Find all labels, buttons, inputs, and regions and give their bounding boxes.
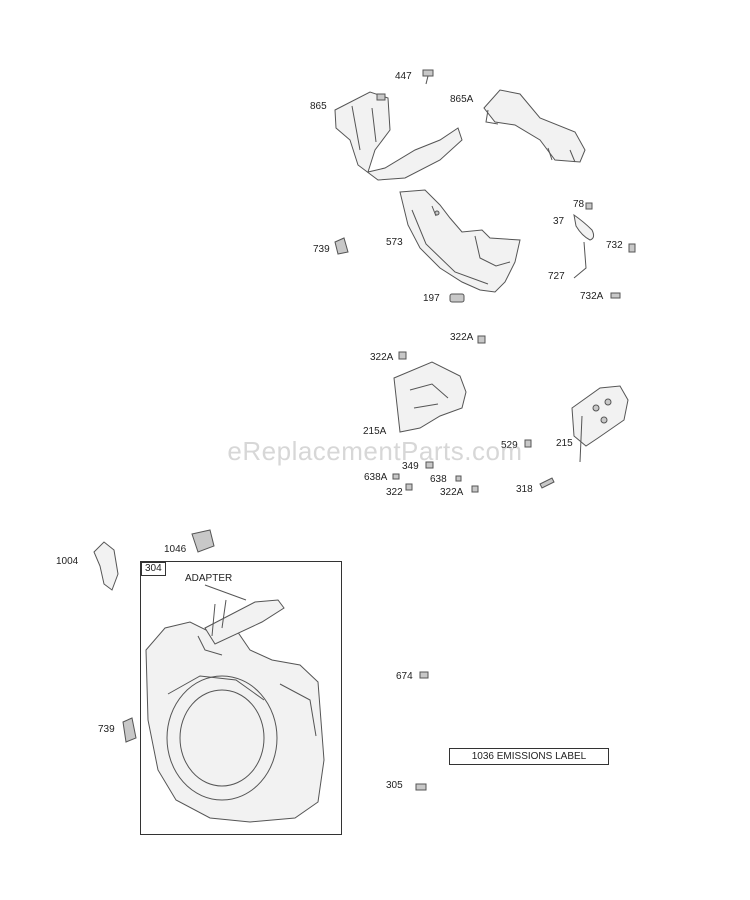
part-322a-screw-top[interactable]	[477, 335, 486, 344]
part-adapter[interactable]	[204, 584, 285, 645]
label-447[interactable]: 447	[395, 71, 412, 82]
label-78[interactable]: 78	[573, 199, 585, 210]
part-732a-screw[interactable]	[610, 292, 621, 299]
part-322a-screw-mid[interactable]	[398, 351, 407, 360]
part-865a-bracket[interactable]	[483, 89, 586, 163]
part-304-frame	[140, 561, 342, 835]
watermark: eReplacementParts.com	[227, 436, 523, 466]
label-739-lower[interactable]: 739	[98, 724, 115, 735]
part-739-clip-upper[interactable]	[334, 237, 349, 255]
part-732-screw[interactable]	[628, 243, 636, 253]
label-638[interactable]: 638	[430, 474, 447, 485]
part-318-screw[interactable]	[539, 477, 555, 489]
label-adapter[interactable]: ADAPTER	[185, 573, 233, 584]
part-638-washer[interactable]	[455, 475, 462, 482]
label-727[interactable]: 727	[548, 271, 565, 282]
part-322-screw[interactable]	[405, 483, 413, 491]
label-1004[interactable]: 1004	[56, 556, 79, 567]
label-1046[interactable]: 1046	[164, 544, 187, 555]
label-322[interactable]: 322	[386, 487, 403, 498]
label-304[interactable]: 304	[141, 562, 166, 576]
part-37-clamp[interactable]	[573, 202, 595, 241]
label-674[interactable]: 674	[396, 671, 413, 682]
part-447-bolt[interactable]	[422, 69, 434, 85]
label-322a-mid[interactable]: 322A	[370, 352, 394, 363]
part-305-screw[interactable]	[415, 783, 427, 791]
label-739-upper[interactable]: 739	[313, 244, 330, 255]
label-638a[interactable]: 638A	[364, 472, 388, 483]
part-322a-screw-low[interactable]	[471, 485, 479, 493]
part-865-bracket[interactable]	[334, 91, 463, 181]
part-349-nut[interactable]	[425, 461, 434, 469]
label-215[interactable]: 215	[556, 438, 573, 449]
part-197-grommet[interactable]	[449, 293, 465, 303]
label-197[interactable]: 197	[423, 293, 440, 304]
label-318[interactable]: 318	[516, 484, 533, 495]
part-215-baffle[interactable]	[571, 385, 629, 463]
label-215a[interactable]: 215A	[363, 426, 387, 437]
label-37[interactable]: 37	[553, 216, 565, 227]
part-529-screw[interactable]	[524, 439, 532, 448]
label-349[interactable]: 349	[402, 461, 419, 472]
label-732[interactable]: 732	[606, 240, 623, 251]
part-727-wire[interactable]	[573, 241, 587, 279]
part-674-screw[interactable]	[419, 671, 429, 679]
label-865[interactable]: 865	[310, 101, 327, 112]
part-215a-baffle[interactable]	[393, 361, 467, 433]
part-1004-bracket[interactable]	[93, 541, 119, 591]
part-1046-plug[interactable]	[191, 529, 215, 553]
label-865a[interactable]: 865A	[450, 94, 474, 105]
label-529[interactable]: 529	[501, 440, 518, 451]
part-573-shroud[interactable]	[399, 189, 521, 293]
label-573[interactable]: 573	[386, 237, 403, 248]
label-305[interactable]: 305	[386, 780, 403, 791]
label-322a-top[interactable]: 322A	[450, 332, 474, 343]
part-638a-washer[interactable]	[392, 473, 400, 480]
label-322a-low[interactable]: 322A	[440, 487, 464, 498]
label-732a[interactable]: 732A	[580, 291, 604, 302]
part-739-clip-lower[interactable]	[122, 717, 137, 743]
emissions-label-box[interactable]: 1036 EMISSIONS LABEL	[449, 748, 609, 765]
